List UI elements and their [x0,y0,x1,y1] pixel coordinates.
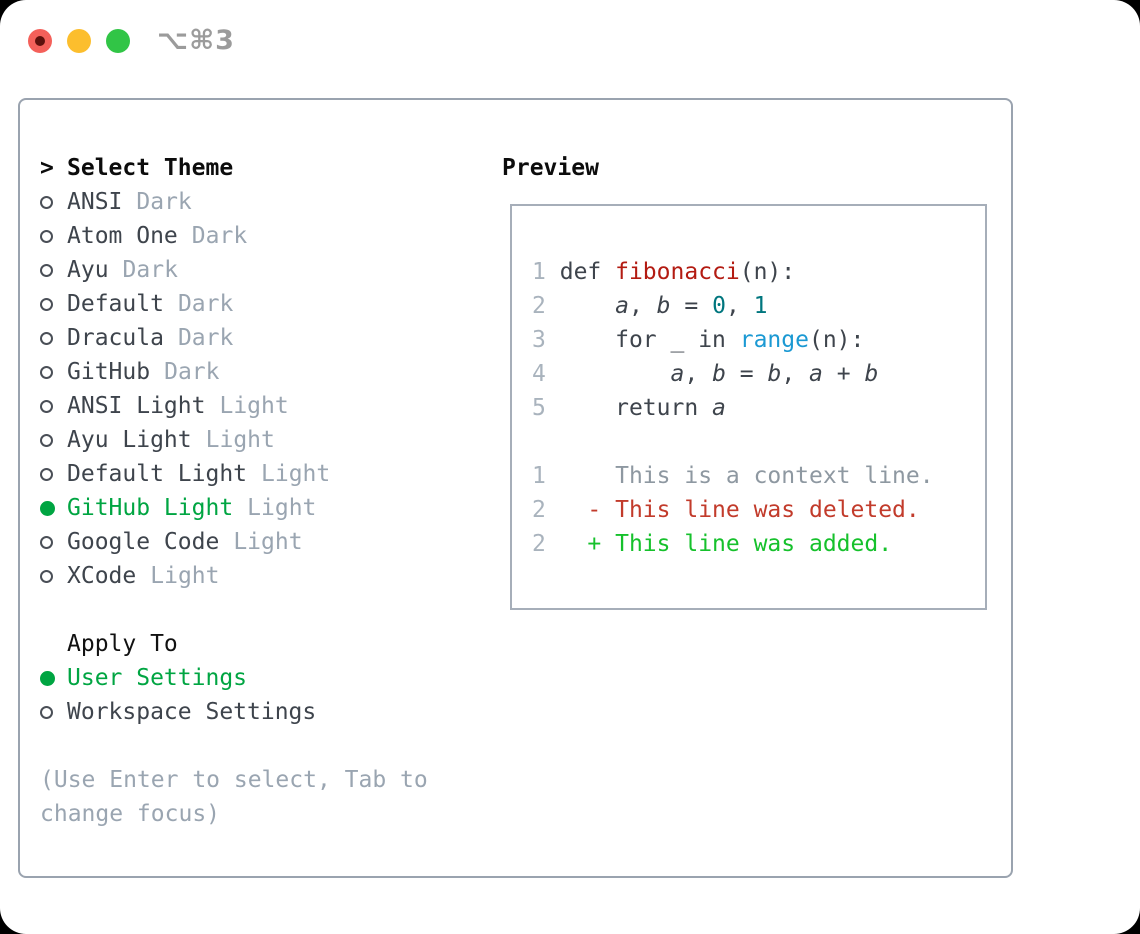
hint-text-line1: (Use Enter to select, Tab to [40,767,428,793]
line-number: 1 [532,259,546,285]
line-number: 2 [532,497,546,523]
theme-option[interactable]: ANSI Dark [40,185,490,219]
radio-icon [40,263,53,277]
code-line: 1 This is a context line. [532,463,934,489]
radio-icon [40,229,53,243]
theme-variant-tag: Light [233,529,303,555]
theme-variant-tag: Dark [136,189,192,215]
radio-icon [40,195,53,209]
apply-to-title: Apply To [67,631,178,657]
theme-option[interactable]: GitHub Dark [40,355,490,389]
theme-option[interactable]: Google Code Light [40,525,490,559]
apply-to-label: User Settings [67,665,248,691]
apply-to-option[interactable]: Workspace Settings [40,695,490,729]
titlebar: ⌥⌘3 [28,25,235,56]
main-panel: > Select Theme ANSI Dark Atom One Dark A… [18,98,1013,878]
theme-option[interactable]: GitHub Light Light [40,491,490,525]
spacer [40,593,490,627]
theme-name: Default [67,291,164,317]
theme-option[interactable]: XCode Light [40,559,490,593]
theme-variant-tag: Light [205,427,275,453]
code-line: 4 a, b = b, a + b [532,361,879,387]
theme-name: Default Light [67,461,248,487]
theme-option[interactable]: Ayu Light Light [40,423,490,457]
radio-icon [40,467,53,481]
zoom-button[interactable] [106,28,130,53]
theme-variant-tag: Light [219,393,289,419]
theme-variant-tag: Light [261,461,331,487]
theme-option[interactable]: ANSI Light Light [40,389,490,423]
apply-to-list: User Settings Workspace Settings [40,661,490,729]
theme-picker-title: Select Theme [67,155,234,181]
theme-variant-tag: Light [247,495,317,521]
window-title: ⌥⌘3 [157,25,235,56]
radio-icon [40,433,53,447]
theme-picker-header: > Select Theme [40,151,490,185]
radio-icon [40,365,53,379]
theme-option[interactable]: Dracula Dark [40,321,490,355]
theme-name: GitHub [67,359,151,385]
apply-to-label: Workspace Settings [67,699,317,725]
theme-name: ANSI Light [67,393,206,419]
code-line: 2 - This line was deleted. [532,497,920,523]
theme-variant-tag: Dark [122,257,178,283]
theme-name: ANSI [67,189,123,215]
unsaved-dot-icon [35,35,45,46]
theme-option[interactable]: Atom One Dark [40,219,490,253]
radio-icon [40,297,53,311]
theme-name: XCode [67,563,137,589]
code-line: 3 for _ in range(n): [532,327,865,353]
theme-option[interactable]: Ayu Dark [40,253,490,287]
theme-variant-tag: Light [150,563,220,589]
theme-variant-tag: Dark [177,291,234,317]
preview-box: 1 def fibonacci(n): 2 a, b = 0, 1 3 for _ … [510,204,987,610]
radio-icon [40,569,53,583]
line-number: 1 [532,463,546,489]
apply-to-header: Apply To [40,627,490,661]
code-line: 2 a, b = 0, 1 [532,293,768,319]
hint-text-line2: change focus) [40,801,221,827]
theme-variant-tag: Dark [164,359,220,385]
theme-list: ANSI Dark Atom One Dark Ayu Dark Default… [40,185,490,593]
line-number: 3 [532,327,546,353]
selection-caret: > [40,155,54,181]
theme-name: Ayu [67,257,109,283]
theme-variant-tag: Dark [177,325,234,351]
code-line: 2 + This line was added. [532,531,893,557]
preview-header: Preview [502,151,599,185]
theme-name: Ayu Light [67,427,192,453]
line-number: 2 [532,531,546,557]
code-preview: 1 def fibonacci(n): 2 a, b = 0, 1 3 for _ … [532,255,985,425]
preview-title: Preview [502,155,599,181]
theme-name: Google Code [67,529,220,555]
radio-icon [40,535,53,549]
theme-variant-tag: Dark [191,223,248,249]
radio-icon [40,705,53,719]
theme-name: Dracula [67,325,164,351]
radio-icon [40,399,53,413]
theme-name: GitHub Light [67,495,234,521]
minimize-button[interactable] [67,28,91,53]
theme-option[interactable]: Default Dark [40,287,490,321]
radio-icon [40,500,55,516]
line-number: 5 [532,395,546,421]
theme-picker: > Select Theme ANSI Dark Atom One Dark A… [40,151,490,831]
radio-icon [40,670,55,686]
theme-option[interactable]: Default Light Light [40,457,490,491]
theme-name: Atom One [67,223,178,249]
line-number: 4 [532,361,546,387]
blank-line [532,425,985,459]
code-line: 1 def fibonacci(n): [532,259,796,285]
radio-icon [40,331,53,345]
close-button[interactable] [28,28,52,53]
apply-to-option[interactable]: User Settings [40,661,490,695]
code-line: 5 return a [532,395,726,421]
diff-preview: 1 This is a context line. 2 - This line w… [532,459,985,561]
line-number: 2 [532,293,546,319]
spacer [40,729,490,763]
